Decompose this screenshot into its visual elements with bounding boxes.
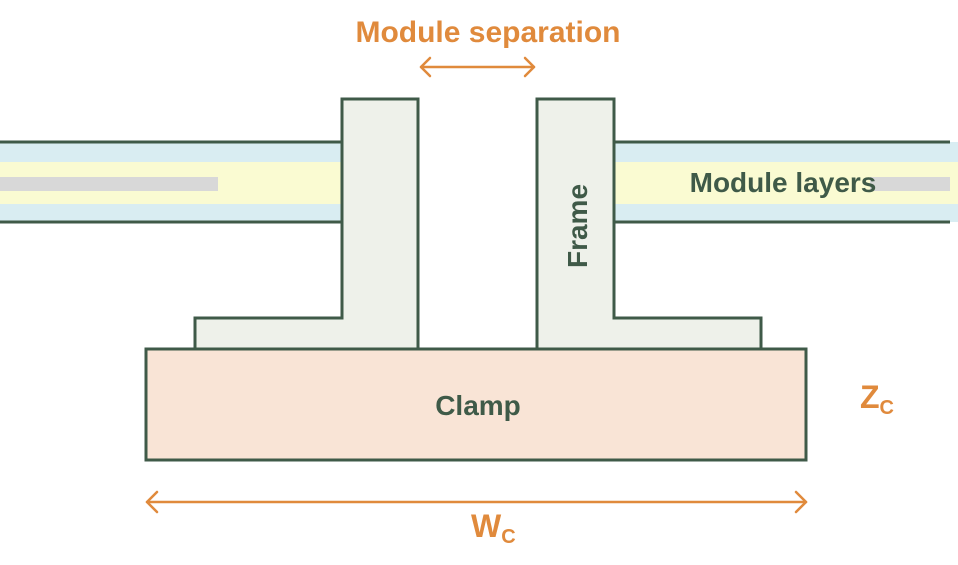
module-layers-label: Module layers [690,167,877,198]
wc-main: W [471,508,502,544]
zc-subscript: C [880,397,894,419]
frame-label: Frame [562,184,593,268]
zc-main: Z [860,379,880,415]
layer-blue-top-right [614,142,958,162]
cell-strip-right [870,177,950,191]
width-arrow [145,490,808,514]
module-layers-right [614,140,958,224]
module-layers-left [0,140,342,224]
width-symbol-wc: WC [471,508,516,548]
wc-subscript: C [501,526,515,548]
layer-blue-bottom-left [0,204,342,222]
cell-strip-left [0,177,218,191]
clamp-label: Clamp [435,390,521,421]
module-separation-arrow [419,56,536,78]
clamp-body [144,347,808,462]
module-separation-label: Module separation [355,16,620,49]
layer-blue-top-left [0,142,342,162]
layer-blue-bottom-right [614,204,958,222]
height-symbol-zc: ZC [860,379,894,419]
frame-left [193,97,420,351]
